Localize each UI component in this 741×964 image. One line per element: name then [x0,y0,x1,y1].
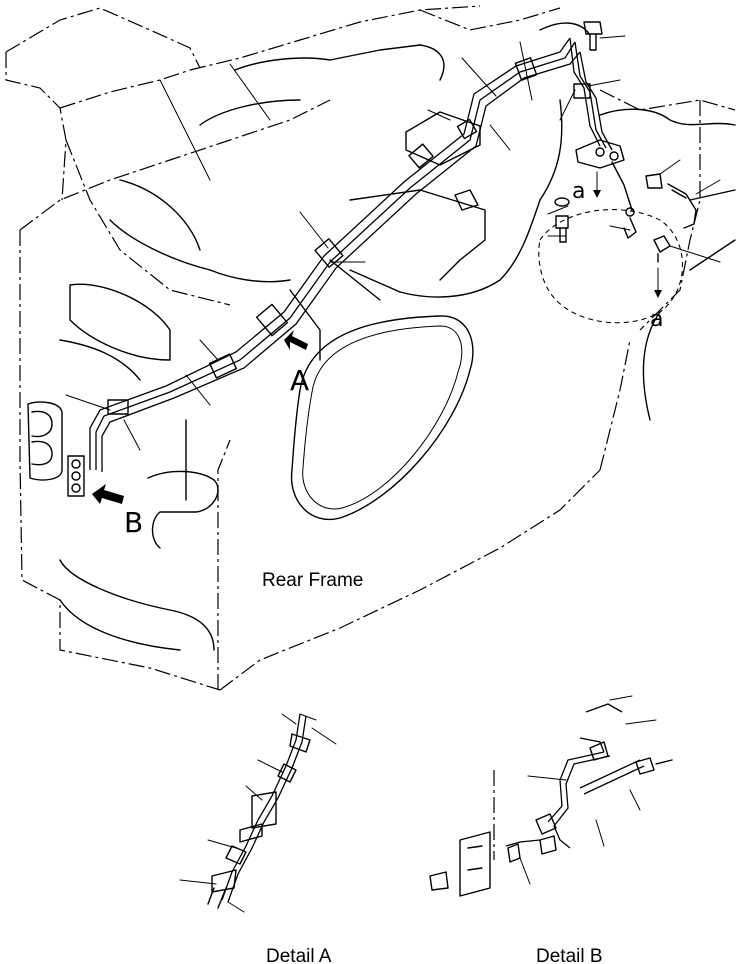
frame-cutout [290,315,474,521]
rear-housing [538,189,736,421]
view-arrow-b [92,484,124,504]
connection-a-bottom-label: a [650,307,663,332]
rear-frame-label: Rear Frame [262,570,363,591]
connector-bank [67,455,85,497]
hardware-bolts [554,21,603,243]
left-housing [27,179,291,651]
detail-b-drawing [429,695,673,897]
view-a-label: A [290,364,309,397]
connection-a-top-label: a [572,179,585,204]
tube-clamps [107,57,591,415]
view-arrows [92,330,308,504]
view-b-label: B [124,506,143,539]
junction-block [575,139,697,263]
detail-a-drawing [179,713,337,913]
connection-arrows [593,171,662,298]
detail-a-label: Detail A [266,946,332,964]
view-arrow-a [284,330,308,350]
detail-b-label: Detail B [536,946,603,964]
engine-block [199,22,736,361]
leader-lines [65,35,721,451]
tube-routing [89,37,613,472]
